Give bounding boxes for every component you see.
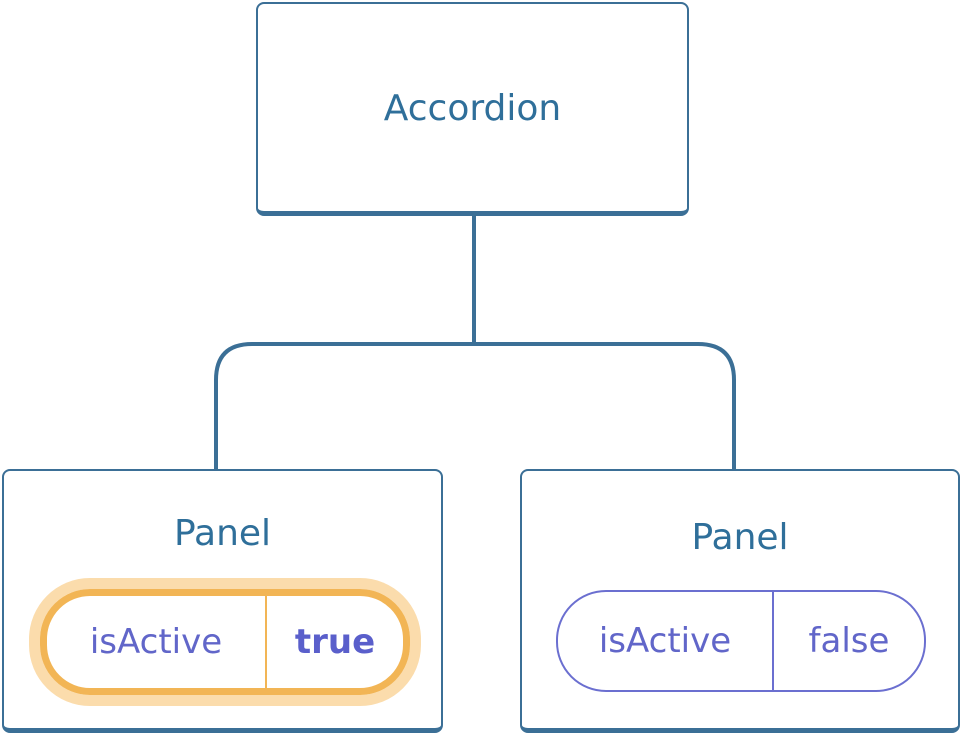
prop-pill-active: isActive true <box>40 589 410 695</box>
accordion-node: Accordion <box>256 2 689 216</box>
connector-branch <box>214 342 736 470</box>
panel-node-title: Panel <box>173 513 272 554</box>
prop-value-false: false <box>808 621 890 661</box>
prop-value-true: true <box>294 622 376 662</box>
panel-node-title: Panel <box>691 517 789 558</box>
prop-key: isActive <box>47 596 267 688</box>
prop-pill-inactive: isActive false <box>556 590 926 692</box>
panel-node-active: Panel isActive true <box>2 469 443 733</box>
accordion-node-title: Accordion <box>383 88 562 129</box>
prop-key: isActive <box>558 592 774 690</box>
panel-node-inactive: Panel isActive false <box>520 469 960 733</box>
